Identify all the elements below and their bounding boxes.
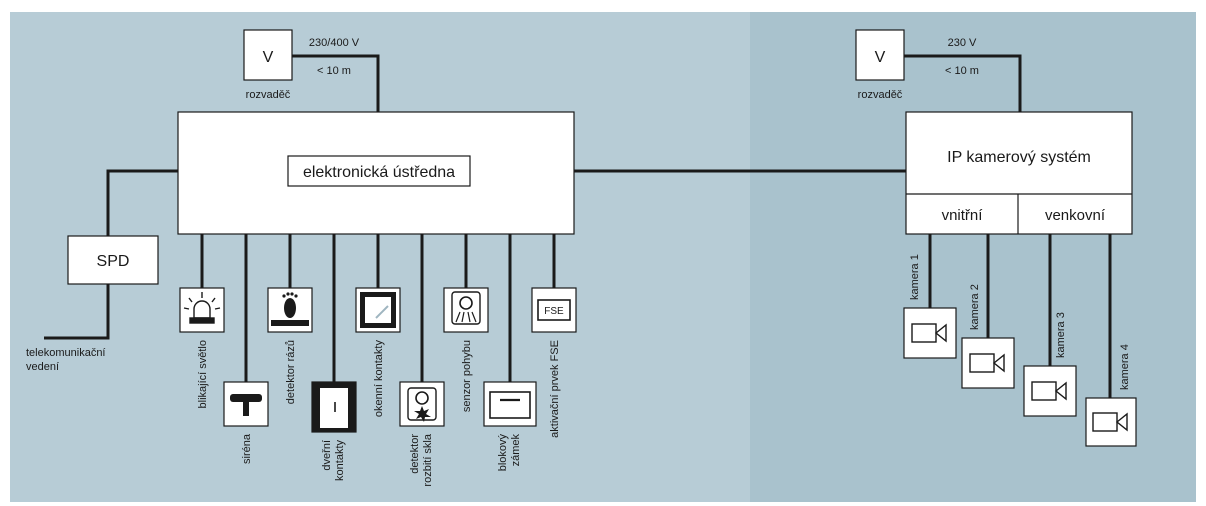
right-supply-wire [904, 54, 1022, 112]
camera-icon [1031, 381, 1067, 401]
device-motion-sensor: senzor pohybu [443, 287, 489, 412]
door-icon [320, 388, 348, 428]
camera-icon [911, 323, 947, 343]
device-shock-detector: detektor rázů [267, 287, 313, 404]
camera-3-label: kamera 3 [1055, 312, 1067, 358]
device-label-glass-break-line-2: rozbití skla [422, 433, 434, 486]
spd-box [67, 235, 159, 285]
ip-system-indoor-label: vnitřní [942, 207, 984, 224]
right-supply-group: V rozvaděč 230 V < 10 m [855, 29, 1022, 112]
camera-2-label: kamera 2 [969, 284, 981, 330]
control-unit-label-frame [287, 155, 471, 187]
device-blinking-light: blikající světlo [179, 287, 225, 408]
window-icon [360, 292, 396, 328]
device-door-contacts: dveřní kontakty [311, 381, 357, 481]
spd-telecom-wire [44, 284, 110, 340]
left-supply-label: V [263, 49, 274, 66]
block-lock-icon [489, 391, 531, 419]
control-to-spd-wire [106, 169, 178, 236]
device-label-fse-activator: aktivační prvek FSE [549, 340, 561, 438]
camera-4: kamera 4 [1085, 344, 1137, 447]
device-block-lock: blokový zámek [483, 381, 537, 472]
right-supply-label: V [875, 49, 886, 66]
siren-icon [230, 394, 262, 416]
spd-telecom-label-line-2: vedení [26, 361, 59, 373]
left-supply-voltage: 230/400 V [309, 37, 360, 49]
camera-1-label: kamera 1 [909, 254, 921, 300]
device-label-door-contacts-line-1: dveřní [321, 440, 333, 471]
footprint-icon [271, 292, 309, 326]
control-unit-label: elektronická ústředna [303, 164, 455, 181]
device-siren: siréna [223, 381, 269, 464]
ip-system-box [905, 111, 1133, 235]
left-supply-caption: rozvaděč [246, 89, 291, 101]
ip-system-label: IP kamerový systém [947, 149, 1091, 166]
device-glass-break-detector: detektor rozbití skla [399, 381, 445, 487]
fse-icon-text: FSE [544, 306, 564, 317]
left-supply-distance: < 10 m [317, 65, 351, 77]
device-window-contacts: okenní kontakty [355, 287, 401, 418]
camera-2: kamera 2 [961, 284, 1015, 389]
device-label-block-lock-line-2: zámek [510, 434, 522, 467]
ip-camera-system: IP kamerový systém vnitřní venkovní [905, 111, 1133, 235]
device-label-glass-break-line-1: detektor [409, 434, 421, 474]
camera-icon [1092, 412, 1128, 432]
device-label-siren: siréna [241, 433, 253, 464]
device-label-shock-detector: detektor rázů [285, 340, 297, 404]
spd-label: SPD [97, 253, 130, 270]
fse-icon: FSE [537, 299, 571, 321]
left-supply-group: V rozvaděč 230/400 V < 10 m [243, 29, 380, 112]
right-supply-voltage: 230 V [948, 37, 977, 49]
device-label-blinking-light: blikající světlo [197, 340, 209, 408]
camera-1: kamera 1 [903, 254, 957, 359]
left-supply-wire [292, 54, 380, 112]
right-supply-distance: < 10 m [945, 65, 979, 77]
camera-icon [969, 353, 1005, 373]
spd-telecom-label-line-1: telekomunikační [26, 347, 106, 359]
camera-3: kamera 3 [1023, 312, 1077, 417]
left-supply-box [243, 29, 293, 81]
device-label-window-contacts: okenní kontakty [373, 340, 385, 418]
ip-system-outdoor-label: venkovní [1045, 207, 1106, 224]
flashing-light-icon [183, 292, 221, 324]
device-label-door-contacts-line-2: kontakty [334, 440, 346, 481]
motion-sensor-icon [451, 291, 481, 325]
right-supply-caption: rozvaděč [858, 89, 903, 101]
camera-4-label: kamera 4 [1119, 344, 1131, 390]
device-label-block-lock-line-1: blokový [497, 434, 509, 472]
glass-break-icon [407, 387, 437, 422]
device-fse-activator: FSE aktivační prvek FSE [531, 287, 577, 438]
device-label-motion-sensor: senzor pohybu [461, 340, 473, 412]
